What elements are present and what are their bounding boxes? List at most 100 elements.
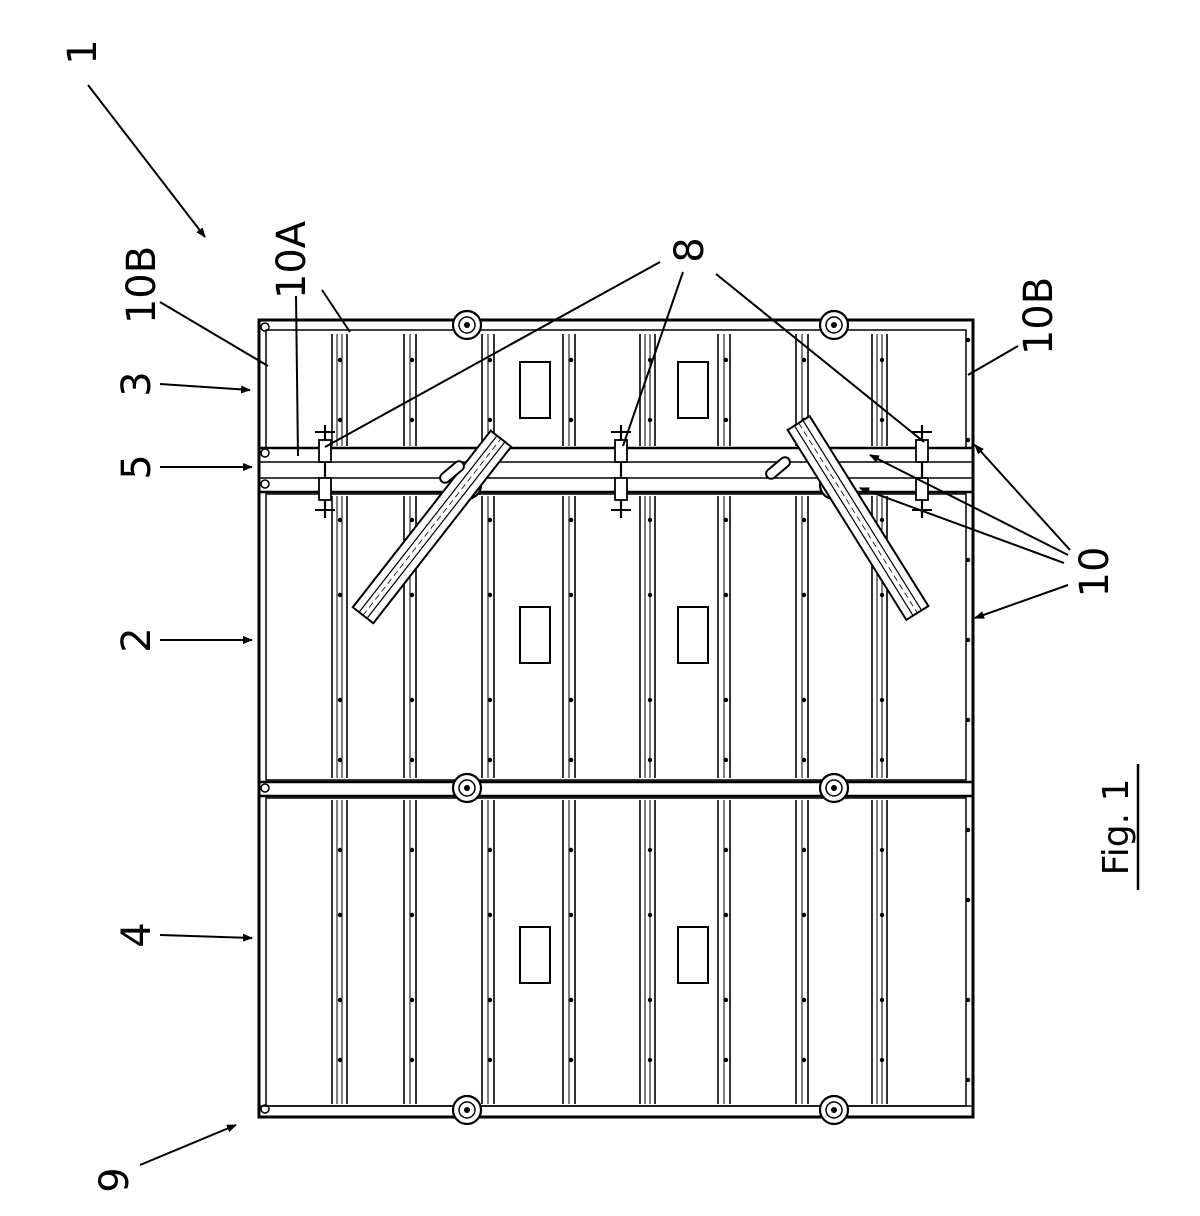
hole-mark — [724, 998, 728, 1002]
diagonal-brace-left — [353, 431, 511, 624]
formwork-assembly — [259, 311, 973, 1124]
hole-mark — [338, 998, 342, 1002]
hole-mark — [488, 698, 492, 702]
leader-8-b — [623, 272, 683, 446]
ref-label-5: 5 — [114, 454, 160, 479]
hole-mark — [966, 898, 970, 902]
hole-mark — [569, 358, 573, 362]
hole-mark — [724, 593, 728, 597]
hole-mark — [488, 913, 492, 917]
hole-mark — [410, 913, 414, 917]
panel-4-frame — [266, 798, 966, 1106]
leader-10A-b — [322, 290, 350, 332]
hole-mark — [802, 698, 806, 702]
hole-mark — [880, 848, 884, 852]
hole-mark — [569, 848, 573, 852]
hole-mark — [410, 1058, 414, 1062]
ref-label-10B-left: 10B — [119, 246, 165, 324]
ref-label-2: 2 — [114, 627, 160, 652]
hole-mark — [648, 418, 652, 422]
lifting-lug — [453, 774, 481, 802]
leader-10B-right — [968, 346, 1018, 375]
hole-mark — [802, 998, 806, 1002]
hole-mark — [802, 758, 806, 762]
leader-10-a — [870, 455, 1068, 555]
hole-mark — [648, 1058, 652, 1062]
hole-mark — [488, 593, 492, 597]
corner-bolt — [261, 323, 269, 331]
hole-mark — [410, 418, 414, 422]
ref-label-10: 10 — [1072, 547, 1118, 598]
hole-mark — [488, 518, 492, 522]
corner-bolt — [261, 784, 269, 792]
hole-mark — [966, 638, 970, 642]
openings — [520, 362, 708, 983]
ref-label-3: 3 — [114, 371, 160, 396]
leader-lines — [88, 85, 1070, 1165]
hole-marks — [338, 338, 970, 1082]
caption-text: Fig. 1 — [1096, 779, 1137, 876]
hole-mark — [880, 758, 884, 762]
hole-mark — [802, 848, 806, 852]
hole-mark — [966, 998, 970, 1002]
hole-mark — [724, 758, 728, 762]
lifting-lug — [453, 1096, 481, 1124]
hole-mark — [488, 418, 492, 422]
hole-mark — [410, 848, 414, 852]
hole-mark — [569, 593, 573, 597]
hole-mark — [880, 998, 884, 1002]
hole-mark — [880, 1058, 884, 1062]
hole-mark — [802, 913, 806, 917]
hole-mark — [802, 1058, 806, 1062]
hole-mark — [966, 718, 970, 722]
hole-mark — [488, 998, 492, 1002]
hole-mark — [724, 518, 728, 522]
hole-mark — [569, 698, 573, 702]
hole-mark — [338, 593, 342, 597]
lifting-lug — [453, 311, 481, 339]
ref-label-10B-right: 10B — [1016, 277, 1062, 355]
hole-mark — [724, 418, 728, 422]
hole-mark — [648, 913, 652, 917]
corner-bolt — [261, 480, 269, 488]
hole-mark — [880, 358, 884, 362]
hole-mark — [724, 358, 728, 362]
hole-mark — [338, 518, 342, 522]
lifting-lug — [820, 774, 848, 802]
figure-caption: Fig. 1 — [1096, 764, 1138, 890]
hole-mark — [569, 518, 573, 522]
hole-mark — [488, 358, 492, 362]
hole-mark — [410, 758, 414, 762]
opening — [678, 927, 708, 983]
leader-10B-left — [160, 302, 268, 366]
hole-mark — [966, 828, 970, 832]
hole-mark — [966, 338, 970, 342]
ref-label-8: 8 — [667, 237, 713, 262]
hole-mark — [488, 848, 492, 852]
hole-mark — [966, 1078, 970, 1082]
clamp-element — [912, 425, 932, 518]
hole-mark — [338, 758, 342, 762]
leader-8-a — [325, 262, 660, 447]
hole-mark — [569, 1058, 573, 1062]
opening — [678, 362, 708, 418]
corner-bolt — [261, 449, 269, 457]
hole-mark — [648, 593, 652, 597]
reference-labels: 1 10B 10A 3 5 2 4 9 8 10B 10 — [60, 39, 1118, 1192]
hole-mark — [569, 758, 573, 762]
opening — [520, 927, 550, 983]
leader-8-c — [716, 274, 924, 442]
clamp-element — [611, 425, 631, 518]
leader-9 — [140, 1125, 236, 1165]
hole-mark — [880, 518, 884, 522]
hole-mark — [410, 698, 414, 702]
hole-mark — [338, 418, 342, 422]
hole-mark — [802, 358, 806, 362]
leader-10-d — [975, 585, 1068, 618]
hole-mark — [488, 1058, 492, 1062]
hole-mark — [338, 848, 342, 852]
hole-mark — [880, 698, 884, 702]
hole-mark — [802, 518, 806, 522]
hole-mark — [648, 998, 652, 1002]
